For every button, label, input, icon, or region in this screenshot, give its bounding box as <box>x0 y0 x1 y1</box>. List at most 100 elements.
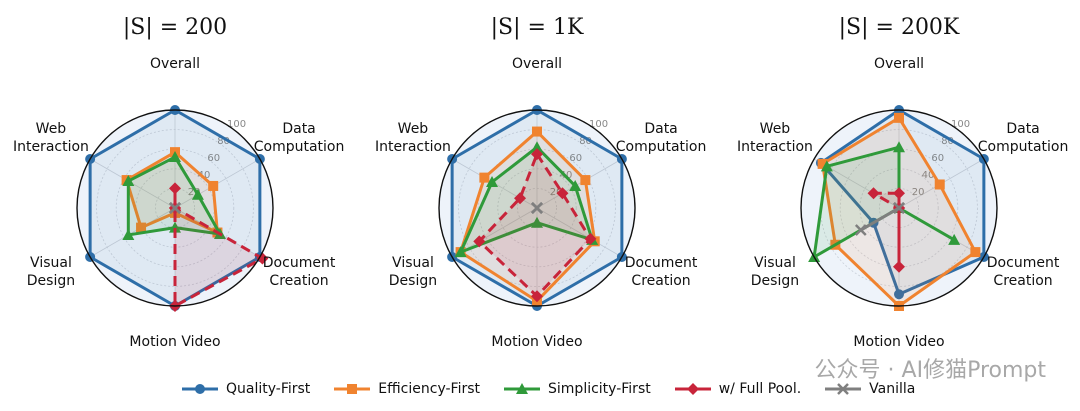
data-point <box>532 126 542 137</box>
data-point <box>169 182 181 195</box>
data-point <box>473 235 486 248</box>
data-point <box>893 187 905 200</box>
grid-spoke <box>89 207 176 258</box>
data-point <box>531 216 543 228</box>
r-tick-label: 60 <box>207 153 220 164</box>
data-point <box>817 158 828 169</box>
r-tick-label: 100 <box>227 119 246 130</box>
legend-label: Efficiency-First <box>378 381 481 397</box>
radar-chart-3: |S| = 200K20406080100OverallDataComputat… <box>737 15 1068 350</box>
radar-charts: |S| = 200 20 40 60 80 100 OverallDataComputati… <box>13 15 1068 350</box>
data-point <box>893 260 905 273</box>
legend-item-efficiency-first[interactable]: Efficiency-First <box>332 381 480 397</box>
watermark: 公众号 · AI修猫Prompt <box>814 358 1046 383</box>
data-point <box>934 179 945 190</box>
grid-ring <box>154 187 195 228</box>
data-point <box>584 232 597 245</box>
chart-title: |S| = 1K <box>491 15 584 40</box>
legend-marker-diamond-icon <box>674 383 711 395</box>
r-tick-label: 20 <box>550 187 563 198</box>
r-tick-label: 100 <box>951 119 970 130</box>
axis-label-motion-video: Motion Video <box>129 334 220 350</box>
data-point <box>531 141 543 153</box>
data-point <box>191 188 204 200</box>
data-point <box>531 202 543 214</box>
data-point <box>514 192 527 205</box>
legend-label: w/ Full Pool. <box>718 381 802 397</box>
data-point <box>531 290 543 303</box>
data-point <box>569 179 582 191</box>
legend-item-quality-first[interactable]: Quality-First <box>180 381 310 397</box>
data-point <box>948 233 961 245</box>
data-point <box>556 187 569 200</box>
legend-marker-x-icon <box>825 383 862 395</box>
radar-chart-1: |S| = 20020406080100OverallDataComputati… <box>13 15 344 350</box>
r-tick-label: 60 <box>569 153 582 164</box>
radar-outer-circle <box>76 109 274 307</box>
data-point <box>208 180 219 191</box>
r-tick-label: 80 <box>579 136 592 147</box>
legend-item-full-pool[interactable]: w/ Full Pool. <box>673 381 801 397</box>
axis-label-overall: Overall <box>150 56 200 72</box>
data-point <box>136 222 147 233</box>
data-point <box>169 221 181 233</box>
chart-title: |S| = 200K <box>839 15 960 40</box>
grid-ring <box>879 187 920 228</box>
r-tick-label: 100 <box>589 119 608 130</box>
r-tick-label: 60 <box>931 153 944 164</box>
legend-marker-triangle-icon <box>504 383 541 394</box>
legend-marker-circle-icon <box>182 384 218 394</box>
data-point <box>454 246 467 258</box>
grid-spoke <box>536 207 623 258</box>
series-vanilla <box>531 202 543 214</box>
legend-marker-square-icon <box>334 384 371 394</box>
data-point <box>122 228 135 240</box>
axis-label-overall: Overall <box>874 56 924 72</box>
data-point <box>486 176 499 188</box>
data-point <box>479 172 490 183</box>
data-point <box>256 252 269 265</box>
r-tick-label: 80 <box>941 136 954 147</box>
data-point <box>867 187 880 200</box>
radar-outer-circle <box>800 109 998 307</box>
data-point <box>970 247 981 258</box>
legend-label: Vanilla <box>869 381 916 397</box>
axis-label-motion-video: Motion Video <box>491 334 582 350</box>
data-point <box>169 151 181 163</box>
data-point <box>893 141 905 153</box>
axis-label-overall: Overall <box>512 56 562 72</box>
data-point <box>820 160 833 172</box>
r-tick-label: 40 <box>198 170 211 181</box>
legend-label: Quality-First <box>226 381 311 397</box>
radar-chart-2: |S| = 1K20406080100OverallDataComputatio… <box>375 15 706 350</box>
chart-title: |S| = 200 <box>123 15 227 40</box>
data-point <box>854 224 867 236</box>
data-point <box>580 175 591 186</box>
data-point <box>894 289 904 300</box>
legend: Quality-First Efficiency-First Simplicit… <box>180 376 915 402</box>
legend-item-simplicity-first[interactable]: Simplicity-First <box>502 381 651 397</box>
data-point <box>531 148 543 161</box>
radar-outer-circle <box>438 109 636 307</box>
legend-item-vanilla[interactable]: Vanilla <box>823 381 915 397</box>
series-vanilla <box>169 202 181 214</box>
legend-label: Simplicity-First <box>548 381 651 397</box>
grid-spoke <box>536 158 623 209</box>
series-vanilla <box>854 202 905 236</box>
r-tick-label: 20 <box>912 187 925 198</box>
data-point <box>122 175 135 187</box>
r-tick-label: 20 <box>188 187 201 198</box>
data-point <box>894 112 904 123</box>
